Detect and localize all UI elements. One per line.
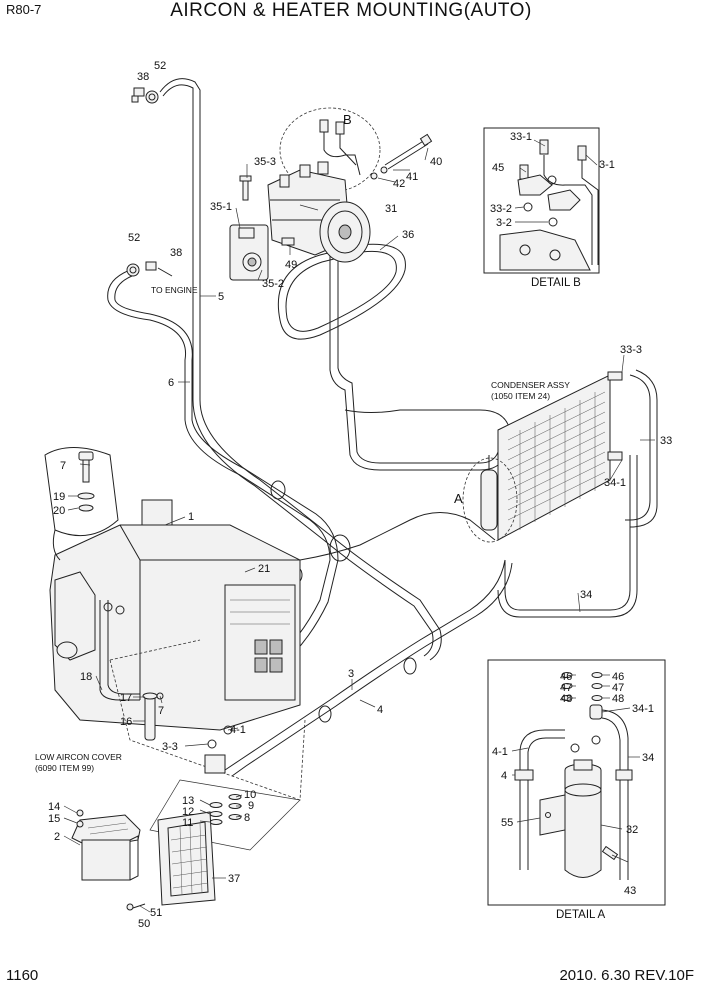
callout-b-3-2: 3-2 xyxy=(496,217,512,229)
callout-a-4: 4 xyxy=(501,770,507,782)
callout-3-3: 3-3 xyxy=(162,741,178,753)
callout-35-3: 35-3 xyxy=(254,156,276,168)
callout-a-34: 34 xyxy=(642,752,654,764)
callout-7-top: 7 xyxy=(60,460,66,472)
callout-14: 14 xyxy=(48,801,60,813)
aircon-cover xyxy=(126,811,216,911)
callout-34: 34 xyxy=(580,589,592,601)
callout-11: 11 xyxy=(182,817,193,829)
expansion-block xyxy=(149,725,301,851)
revision-date: 2010. 6.30 REV.10F xyxy=(559,967,694,984)
note-low-cover-2: (6090 ITEM 99) xyxy=(35,763,94,773)
detail-b-caption: DETAIL B xyxy=(531,277,581,289)
callout-b-3-1: 3-1 xyxy=(599,159,615,171)
callout-35-1: 35-1 xyxy=(210,201,232,213)
callout-a-55: 55 xyxy=(501,817,513,829)
callout-8: 8 xyxy=(244,812,250,824)
callout-36: 36 xyxy=(402,229,414,241)
callout-10: 10 xyxy=(244,789,256,801)
compressor-bracket xyxy=(229,175,295,281)
detail-b-panel xyxy=(483,127,600,274)
compressor xyxy=(267,107,433,263)
callout-37: 37 xyxy=(228,873,240,885)
leader-lines xyxy=(63,139,655,913)
note-condenser-2: (1050 ITEM 24) xyxy=(491,391,550,401)
callout-b-33-2: 33-2 xyxy=(490,203,512,215)
callout-31: 31 xyxy=(385,203,397,215)
callout-40: 40 xyxy=(430,156,442,168)
callout-17: 17 xyxy=(120,692,132,704)
note-condenser-1: CONDENSER ASSY xyxy=(491,380,570,390)
callout-13: 13 xyxy=(182,795,194,807)
callout-12: 12 xyxy=(182,806,194,818)
page-title: AIRCON & HEATER MOUNTING(AUTO) xyxy=(170,0,532,21)
page-number: 1160 xyxy=(6,967,39,984)
callout-20: 20 xyxy=(53,505,65,517)
callout-33-3: 33-3 xyxy=(620,344,642,356)
callout-41: 41 xyxy=(406,171,418,183)
heater-unit xyxy=(49,499,306,801)
callout-1: 1 xyxy=(188,511,194,523)
bolt-washer-zoom xyxy=(44,447,119,561)
callout-a-46-right: 46 xyxy=(612,671,624,683)
callout-34-1: 34-1 xyxy=(604,477,626,489)
callout-3: 3 xyxy=(348,668,354,680)
callout-4: 4 xyxy=(377,704,383,716)
callout-a-47-left: 47 xyxy=(560,682,572,694)
callout-b-45: 45 xyxy=(492,162,504,174)
callout-a-48-right: 48 xyxy=(612,693,624,705)
callout-19: 19 xyxy=(53,491,65,503)
model-code: R80-7 xyxy=(6,2,42,17)
controller-unit xyxy=(71,809,141,881)
callout-38-mid: 38 xyxy=(170,247,182,259)
callout-a-43: 43 xyxy=(624,885,636,897)
detail-a-marker: A xyxy=(454,491,463,506)
callout-51: 51 xyxy=(150,907,162,919)
callout-15: 15 xyxy=(48,813,60,825)
callout-a-34-1: 34-1 xyxy=(632,703,654,715)
callout-5: 5 xyxy=(218,291,224,303)
callout-7-mid: 7 xyxy=(158,705,164,717)
callout-a-48-left: 48 xyxy=(560,693,572,705)
callout-a-4-1: 4-1 xyxy=(492,746,508,758)
callout-b-33-1: 33-1 xyxy=(510,131,532,143)
detail-b-marker: B xyxy=(343,112,352,127)
callout-42: 42 xyxy=(393,178,405,190)
callout-16: 16 xyxy=(120,716,132,728)
top-fitting xyxy=(131,87,159,104)
callout-33: 33 xyxy=(660,435,672,447)
drain-hose xyxy=(142,692,164,741)
callout-2: 2 xyxy=(54,831,60,843)
callout-49: 49 xyxy=(285,259,297,271)
callout-38-top: 38 xyxy=(137,71,149,83)
callout-18: 18 xyxy=(80,671,92,683)
callout-4-1: 4-1 xyxy=(230,724,246,736)
callout-52-top: 52 xyxy=(154,60,166,72)
lower-fitting xyxy=(126,261,173,277)
note-low-cover-1: LOW AIRCON COVER xyxy=(35,752,122,762)
callout-a-47-right: 47 xyxy=(612,682,624,694)
callout-a-46-left: 46 xyxy=(560,671,572,683)
detail-a-caption: DETAIL A xyxy=(556,909,606,921)
callout-a-32: 32 xyxy=(626,824,638,836)
callout-21: 21 xyxy=(258,563,270,575)
callout-9: 9 xyxy=(248,800,254,812)
callout-labels: 38 52 35-3 35-1 35-2 B 40 41 42 31 36 49… xyxy=(35,60,672,930)
callout-52-mid: 52 xyxy=(128,232,140,244)
callout-35-2: 35-2 xyxy=(262,278,284,290)
refrigerant-hoses xyxy=(107,78,658,777)
callout-50: 50 xyxy=(138,918,150,930)
note-to-engine: TO ENGINE xyxy=(151,285,198,295)
detail-a-panel xyxy=(487,659,666,906)
callout-6: 6 xyxy=(168,377,174,389)
